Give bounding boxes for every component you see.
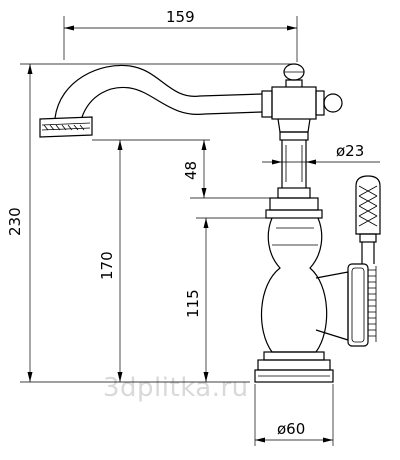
dimension-body-height: 115	[184, 217, 266, 382]
lever-housing-knurl	[368, 266, 377, 342]
faucet-outline	[39, 63, 381, 383]
dimension-width-top: 159	[63, 8, 298, 62]
dimension-handle-diameter: ø23	[262, 142, 380, 165]
watermark: 3dplitka.ru	[103, 373, 249, 403]
dim-label-159: 159	[166, 8, 195, 26]
aerator-knurl	[43, 124, 85, 131]
lever-handle-knurl	[358, 185, 378, 227]
dim-label-230: 230	[6, 207, 24, 236]
dim-label-48: 48	[182, 161, 200, 180]
dim-label-d60: ø60	[277, 420, 305, 438]
dim-label-170: 170	[98, 251, 116, 280]
dimension-total-height: 230	[6, 63, 296, 383]
dim-label-115: 115	[184, 289, 202, 318]
dimension-spout-height: 170	[92, 139, 210, 382]
dimension-base-diameter: ø60	[254, 384, 334, 446]
dim-label-d23: ø23	[336, 142, 364, 160]
dimension-spout-to-handle: 48	[182, 140, 278, 199]
